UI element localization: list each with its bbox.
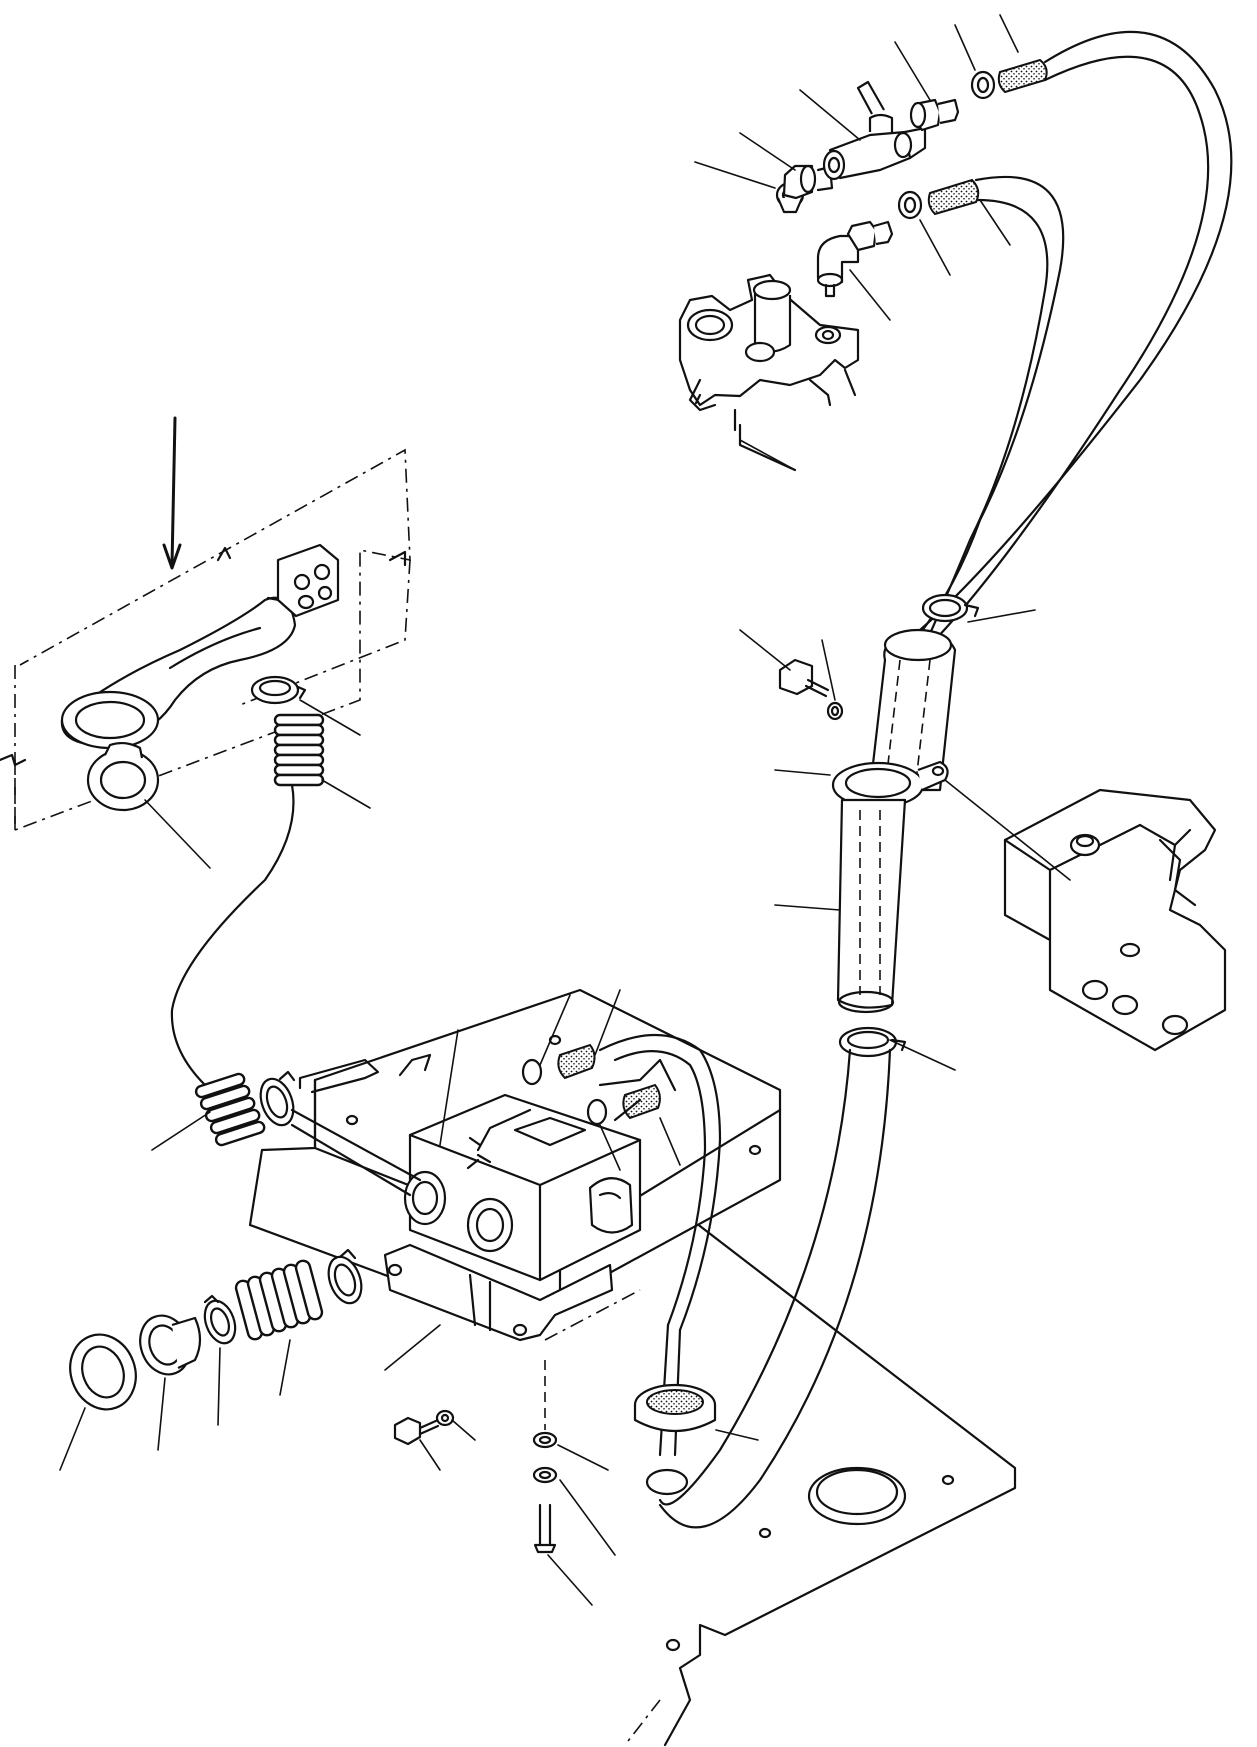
callout-leader-12 (739, 629, 791, 671)
clamp-left-upper (259, 1070, 296, 1127)
duct-link-left (290, 1108, 422, 1197)
callout-leader-10 (739, 439, 796, 471)
flex-hose-left (170, 783, 295, 1087)
callout-leader-13 (821, 639, 836, 701)
valve-body (678, 273, 860, 472)
callout-leader-36 (547, 1554, 593, 1606)
duct-lower-pipe (836, 798, 907, 1014)
callout-leader-20 (144, 799, 211, 869)
callout-leader-16 (774, 904, 841, 911)
elbow-fitting (816, 220, 894, 298)
callout-leader-31 (59, 1407, 86, 1471)
hose-clamp-top (970, 70, 996, 100)
bolt-duct (778, 658, 830, 698)
console-panel (0, 448, 411, 832)
callout-leader-15 (944, 779, 1071, 881)
washer-heater (435, 1409, 455, 1427)
callout-leader-35 (559, 1479, 616, 1556)
hose-segment-top (997, 58, 1048, 94)
callout-leader-25 (659, 1117, 681, 1166)
callout-leader-17 (889, 1039, 956, 1071)
hose-barb-top (909, 98, 960, 132)
clamp-console (250, 675, 307, 705)
switch-box (276, 543, 340, 618)
callout-leader-5 (739, 132, 796, 171)
washer-stack (532, 1431, 558, 1484)
callout-leader-23 (439, 1029, 459, 1146)
coil-hose-console (273, 713, 325, 787)
callout-leader-9 (849, 269, 891, 321)
heater-pipe-clamps (466, 1043, 677, 1170)
callout-leader-18 (299, 699, 361, 736)
duct-upper-pipe (868, 628, 957, 792)
callout-leader-24 (599, 1124, 621, 1171)
callout-leader-21 (539, 994, 571, 1066)
callout-leader-34 (557, 1444, 609, 1471)
clamp-left-lower (327, 1248, 363, 1305)
callout-leader-37 (715, 1429, 759, 1441)
callout-leader-11 (967, 609, 1036, 623)
callout-leader-30 (157, 1377, 166, 1451)
floor-grommet (633, 1383, 717, 1433)
callout-leader-33 (451, 1419, 476, 1441)
callout-leader-6 (694, 161, 776, 189)
callout-leader-22 (594, 989, 621, 1056)
heater-lower-bracket (383, 1243, 614, 1342)
screw-bottom (533, 1360, 557, 1554)
callout-leader-14 (774, 769, 831, 776)
callout-leaders (59, 14, 1071, 1606)
callout-leader-19 (321, 779, 371, 809)
outlet-nozzle (86, 741, 160, 812)
coil-hose-left (194, 1072, 266, 1147)
ball-valve (822, 80, 927, 181)
hose-clamp-lower (897, 190, 923, 220)
callout-leader-32 (419, 1439, 441, 1471)
coil-hose-lower (234, 1259, 324, 1341)
fitting-nipple (782, 164, 834, 200)
outlet-adapter (139, 1314, 202, 1376)
callout-leader-3 (894, 41, 931, 101)
callout-leader-8 (919, 219, 951, 276)
outlet-grille-lower (69, 1333, 137, 1411)
clamp-outlet-lower (203, 1294, 237, 1345)
callout-leader-28 (279, 1339, 291, 1396)
duct-flex-hose (658, 1048, 892, 1529)
duct-clamp-top (921, 593, 980, 623)
hose-segment-lower (927, 178, 980, 216)
callout-leader-7 (979, 199, 1011, 246)
washer-duct (826, 701, 844, 721)
heater-core-box (403, 1093, 642, 1282)
callout-leader-26 (151, 1111, 211, 1151)
mount-bracket (1003, 788, 1227, 1052)
indicator-arrow (162, 416, 182, 570)
floor-plate (544, 1178, 1017, 1747)
callout-leader-2 (954, 24, 976, 71)
duct-flange-bracket (831, 760, 949, 809)
bolt-heater (393, 1416, 440, 1446)
callout-leader-27 (384, 1324, 441, 1371)
long-hose-pair (913, 30, 1233, 647)
callout-leader-1 (999, 14, 1019, 53)
callout-leader-29 (217, 1347, 221, 1426)
air-outlet-arm (60, 596, 297, 750)
callout-leader-4 (799, 89, 861, 141)
